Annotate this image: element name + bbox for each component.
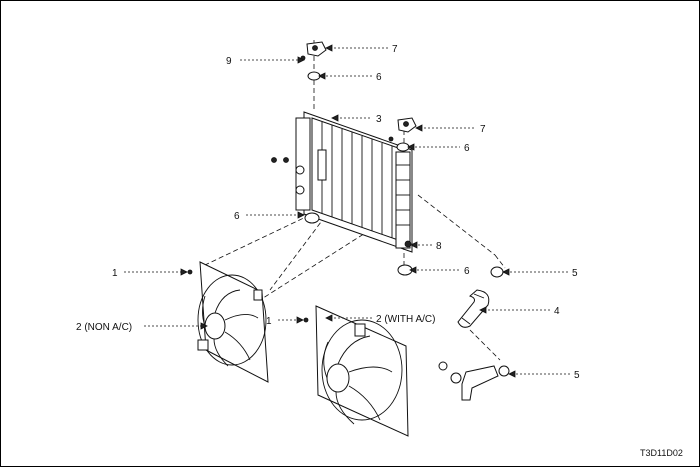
callout-7-right: 7 (480, 124, 486, 135)
fan-shroud-non-ac (197, 261, 269, 383)
callout-3: 3 (376, 114, 382, 125)
callout-2-with-ac: 2 (WITH A/C) (376, 314, 435, 325)
drain-plug (404, 240, 412, 248)
callout-5-bottom: 5 (574, 370, 580, 381)
callout-7-top: 7 (392, 44, 398, 55)
callout-labels: 7 9 6 3 7 6 6 8 6 5 1 2 (NON A/C) 1 2 (W… (76, 44, 580, 381)
rubber-insulators (304, 71, 413, 276)
fan-shroud-with-ac (315, 305, 409, 437)
radiator-hose (457, 289, 490, 328)
upper-bracket-right (397, 117, 417, 133)
callout-4: 4 (554, 306, 560, 317)
fan-blades-right (323, 335, 393, 425)
callout-8: 8 (436, 241, 442, 252)
mount-bolts (271, 55, 394, 163)
callout-2-non-ac: 2 (NON A/C) (76, 322, 132, 333)
radiator-fins (321, 122, 393, 238)
water-outlet-assembly (438, 361, 510, 401)
leader-lines (124, 44, 570, 378)
callout-1-left: 1 (112, 268, 118, 279)
callout-6-left: 6 (234, 211, 240, 222)
fan-blades-left (202, 289, 259, 367)
radiator (295, 111, 413, 253)
callout-6-bottom: 6 (464, 266, 470, 277)
hose-clamp-top (490, 266, 504, 278)
callout-6-right: 6 (464, 143, 470, 154)
tank-ribs (396, 164, 410, 226)
callout-9: 9 (226, 56, 232, 67)
callout-6-top: 6 (376, 72, 382, 83)
shroud-bolts (187, 269, 309, 323)
callout-5-top: 5 (572, 268, 578, 279)
figure-code: T3D11D02 (640, 448, 683, 458)
callout-1-mid: 1 (266, 316, 272, 327)
upper-bracket-top (306, 41, 327, 57)
